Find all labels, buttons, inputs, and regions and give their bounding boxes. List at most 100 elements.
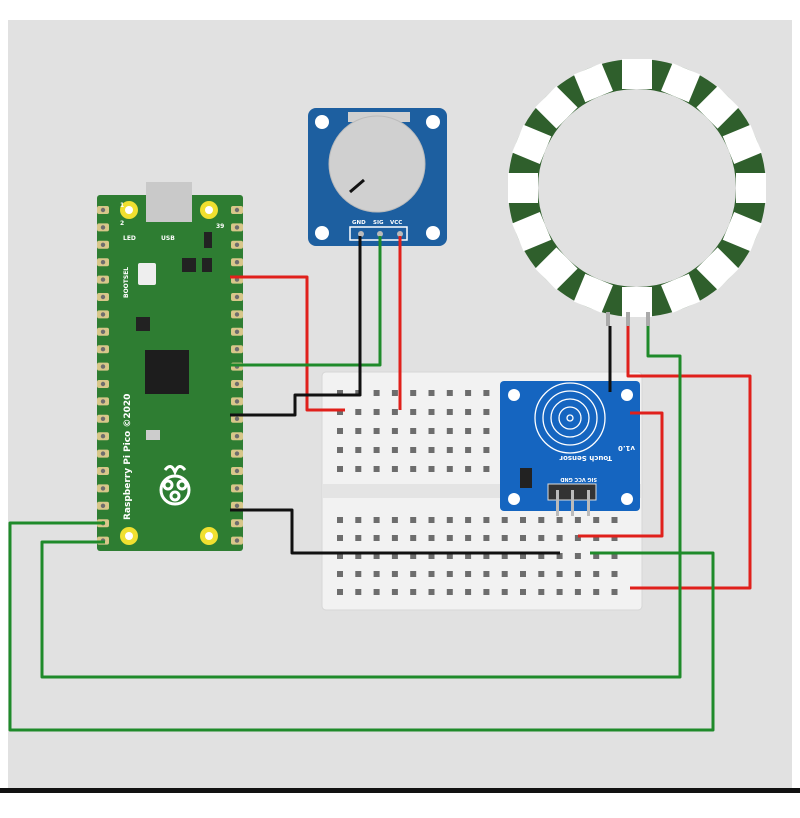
breadboard-hole[interactable]: [428, 589, 435, 595]
touch-sensor[interactable]: Touch Sensor v1.0 SIG VCC GND: [500, 381, 640, 516]
breadboard-hole[interactable]: [355, 517, 362, 523]
breadboard-hole[interactable]: [428, 390, 435, 396]
breadboard-hole[interactable]: [483, 571, 490, 577]
breadboard-hole[interactable]: [337, 571, 343, 577]
breadboard-hole[interactable]: [465, 428, 472, 434]
breadboard-hole[interactable]: [373, 535, 380, 541]
breadboard-hole[interactable]: [574, 535, 581, 541]
breadboard-hole[interactable]: [446, 517, 453, 523]
breadboard-hole[interactable]: [446, 428, 453, 434]
breadboard-hole[interactable]: [465, 390, 472, 396]
breadboard-hole[interactable]: [410, 535, 417, 541]
breadboard-hole[interactable]: [428, 409, 435, 415]
breadboard-hole[interactable]: [446, 447, 453, 453]
breadboard-hole[interactable]: [410, 447, 417, 453]
pot-knob[interactable]: [328, 115, 426, 213]
breadboard-hole[interactable]: [337, 409, 343, 415]
breadboard-hole[interactable]: [520, 535, 526, 541]
breadboard-hole[interactable]: [556, 589, 563, 595]
breadboard-hole[interactable]: [593, 571, 600, 577]
breadboard-hole[interactable]: [501, 589, 508, 595]
breadboard-hole[interactable]: [465, 517, 472, 523]
breadboard-hole[interactable]: [574, 571, 581, 577]
breadboard-hole[interactable]: [465, 553, 472, 559]
breadboard-hole[interactable]: [483, 553, 490, 559]
breadboard-hole[interactable]: [337, 535, 343, 541]
breadboard-hole[interactable]: [611, 553, 618, 559]
breadboard-hole[interactable]: [556, 535, 563, 541]
breadboard-hole[interactable]: [337, 589, 343, 595]
breadboard-hole[interactable]: [556, 553, 563, 559]
breadboard-hole[interactable]: [391, 466, 398, 472]
breadboard-hole[interactable]: [410, 589, 417, 595]
breadboard-hole[interactable]: [410, 571, 417, 577]
breadboard-hole[interactable]: [373, 517, 380, 523]
breadboard-hole[interactable]: [611, 571, 618, 577]
breadboard-hole[interactable]: [391, 571, 398, 577]
breadboard-hole[interactable]: [391, 535, 398, 541]
breadboard-hole[interactable]: [355, 589, 362, 595]
breadboard-hole[interactable]: [538, 571, 545, 577]
breadboard-hole[interactable]: [391, 428, 398, 434]
breadboard-hole[interactable]: [446, 553, 453, 559]
breadboard-hole[interactable]: [373, 447, 380, 453]
breadboard-hole[interactable]: [465, 447, 472, 453]
breadboard-hole[interactable]: [446, 589, 453, 595]
breadboard-hole[interactable]: [355, 571, 362, 577]
breadboard-hole[interactable]: [355, 390, 362, 396]
breadboard-hole[interactable]: [465, 409, 472, 415]
breadboard-hole[interactable]: [337, 447, 343, 453]
breadboard-hole[interactable]: [520, 553, 526, 559]
breadboard-hole[interactable]: [410, 428, 417, 434]
breadboard-hole[interactable]: [538, 517, 545, 523]
breadboard-hole[interactable]: [428, 428, 435, 434]
breadboard-hole[interactable]: [428, 466, 435, 472]
breadboard-hole[interactable]: [483, 390, 490, 396]
breadboard-hole[interactable]: [520, 571, 526, 577]
breadboard-hole[interactable]: [410, 517, 417, 523]
breadboard-hole[interactable]: [483, 517, 490, 523]
breadboard-hole[interactable]: [391, 589, 398, 595]
breadboard-hole[interactable]: [611, 517, 618, 523]
bootsel-button[interactable]: [138, 263, 156, 285]
breadboard-hole[interactable]: [410, 466, 417, 472]
breadboard-hole[interactable]: [538, 553, 545, 559]
breadboard-hole[interactable]: [391, 390, 398, 396]
breadboard-hole[interactable]: [355, 447, 362, 453]
breadboard-hole[interactable]: [465, 571, 472, 577]
neopixel-ring[interactable]: [508, 59, 766, 326]
breadboard-hole[interactable]: [373, 390, 380, 396]
breadboard-hole[interactable]: [483, 428, 490, 434]
breadboard-hole[interactable]: [483, 466, 490, 472]
breadboard-hole[interactable]: [483, 409, 490, 415]
breadboard-hole[interactable]: [556, 571, 563, 577]
breadboard-hole[interactable]: [337, 517, 343, 523]
breadboard-hole[interactable]: [410, 409, 417, 415]
breadboard-hole[interactable]: [446, 571, 453, 577]
breadboard-hole[interactable]: [574, 589, 581, 595]
breadboard-hole[interactable]: [355, 409, 362, 415]
breadboard-hole[interactable]: [465, 535, 472, 541]
breadboard-hole[interactable]: [337, 466, 343, 472]
breadboard-hole[interactable]: [465, 466, 472, 472]
breadboard-hole[interactable]: [428, 535, 435, 541]
breadboard-hole[interactable]: [501, 571, 508, 577]
breadboard-hole[interactable]: [428, 553, 435, 559]
breadboard-hole[interactable]: [446, 390, 453, 396]
breadboard-hole[interactable]: [391, 409, 398, 415]
breadboard-hole[interactable]: [483, 447, 490, 453]
breadboard-hole[interactable]: [373, 553, 380, 559]
breadboard-hole[interactable]: [501, 517, 508, 523]
breadboard-hole[interactable]: [373, 409, 380, 415]
breadboard-hole[interactable]: [538, 589, 545, 595]
breadboard-hole[interactable]: [391, 553, 398, 559]
breadboard-hole[interactable]: [337, 390, 343, 396]
breadboard-hole[interactable]: [520, 517, 526, 523]
breadboard-hole[interactable]: [483, 535, 490, 541]
breadboard-hole[interactable]: [428, 517, 435, 523]
breadboard-hole[interactable]: [373, 428, 380, 434]
breadboard-hole[interactable]: [483, 589, 490, 595]
breadboard-hole[interactable]: [593, 553, 600, 559]
breadboard-hole[interactable]: [446, 409, 453, 415]
breadboard-hole[interactable]: [556, 517, 563, 523]
